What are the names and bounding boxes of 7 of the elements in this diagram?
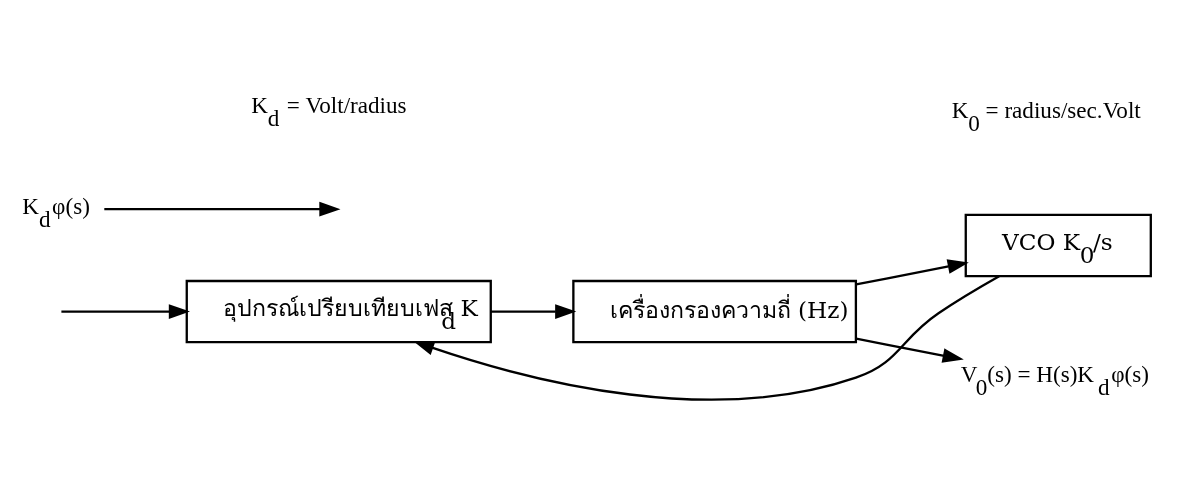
arrow	[413, 274, 1000, 401]
node-box: เครื่องกรองความถี่ (Hz)	[572, 279, 858, 343]
arrow	[490, 303, 577, 319]
arrow	[855, 258, 969, 286]
arrow	[855, 337, 964, 363]
arrow	[104, 201, 341, 217]
arrow	[61, 303, 190, 319]
